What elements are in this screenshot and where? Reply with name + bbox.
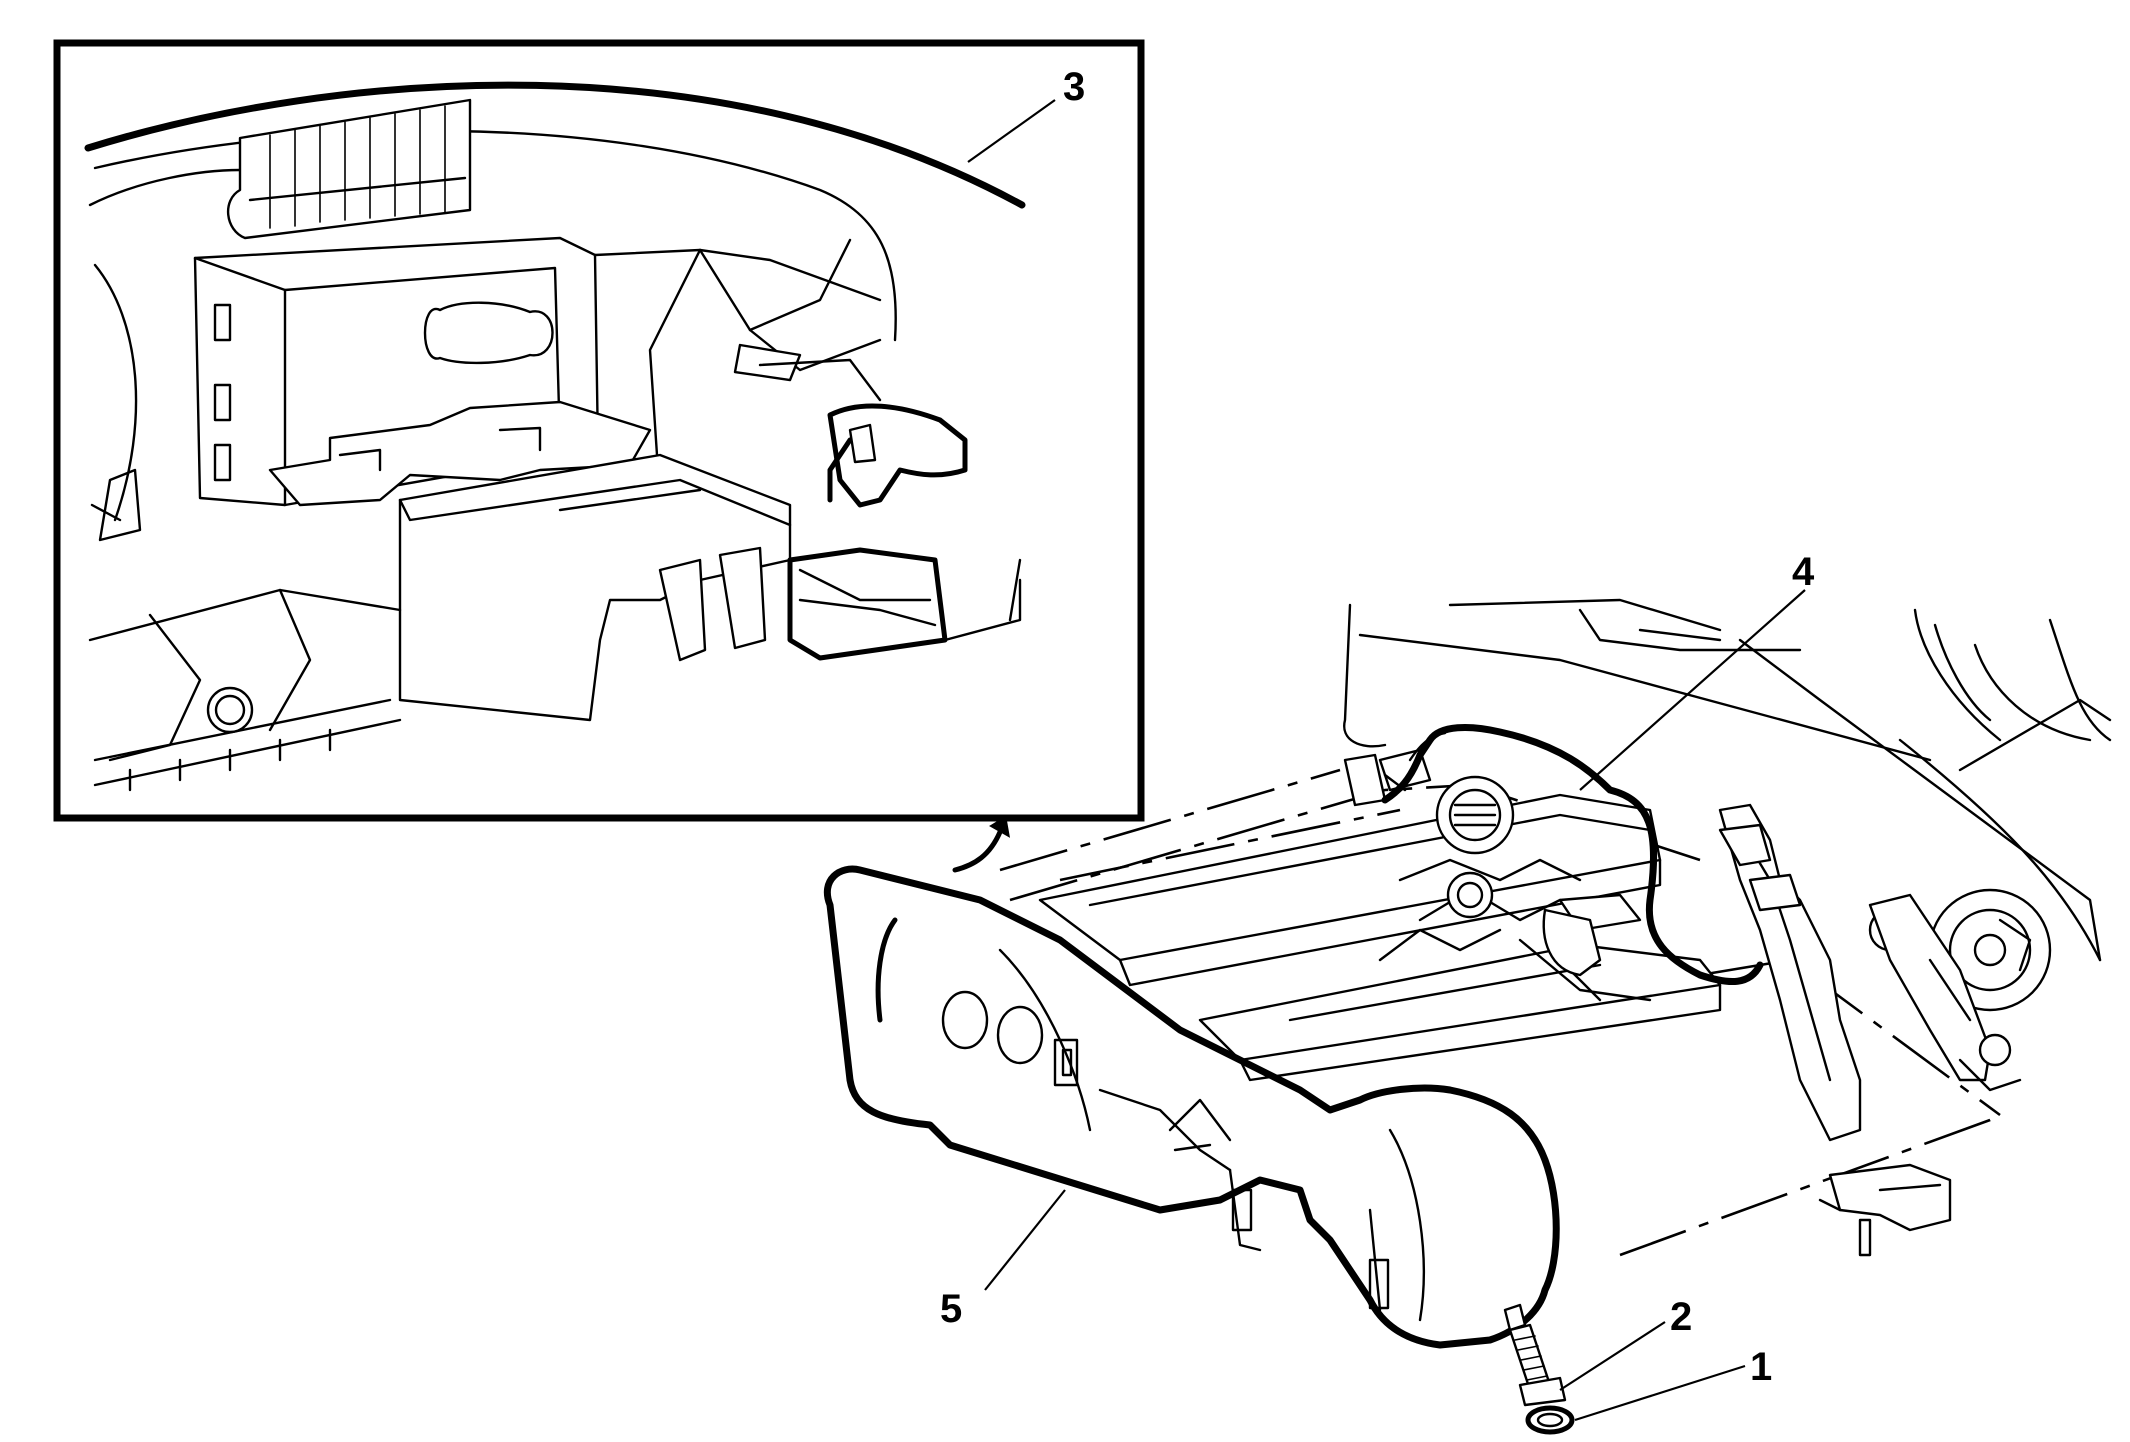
front-mount-bracket bbox=[1818, 1163, 1952, 1257]
washer bbox=[1525, 1405, 1575, 1435]
inset-grille bbox=[226, 98, 472, 240]
leader-1 bbox=[1574, 1364, 1746, 1422]
seat-track-rails bbox=[1038, 793, 1722, 1082]
main-seat-view bbox=[823, 598, 2112, 1435]
inset-seatback-curve bbox=[84, 81, 1026, 209]
callout-1: 1 bbox=[1750, 1345, 1772, 1389]
inset-mounting-plate bbox=[268, 400, 652, 507]
seat-frame-right bbox=[1718, 803, 2052, 1142]
callout-2: 2 bbox=[1670, 1295, 1692, 1339]
inset-detail-view bbox=[53, 39, 1145, 822]
leader-4 bbox=[1579, 589, 1806, 791]
seat-adjuster-mechanism bbox=[1378, 858, 1652, 1002]
detail-arrow bbox=[952, 815, 1011, 873]
callout-4: 4 bbox=[1792, 550, 1815, 594]
inset-adjuster-box bbox=[398, 453, 792, 722]
callout-5: 5 bbox=[940, 1287, 962, 1331]
leader-2 bbox=[1559, 1321, 1666, 1391]
inset-center-structure bbox=[593, 238, 882, 502]
inset-lower-rail bbox=[88, 588, 402, 792]
leader-5 bbox=[984, 1189, 1066, 1291]
callout-3: 3 bbox=[1063, 65, 1085, 109]
callout-labels: 3 4 5 2 1 bbox=[940, 65, 1815, 1389]
mounting-bolt bbox=[1503, 1303, 1567, 1407]
seat-side-shield bbox=[823, 865, 1560, 1349]
inset-connector bbox=[827, 403, 968, 508]
callout-leaders bbox=[967, 99, 1806, 1422]
floor-pan-background bbox=[1343, 598, 2112, 962]
leader-3 bbox=[967, 99, 1056, 163]
